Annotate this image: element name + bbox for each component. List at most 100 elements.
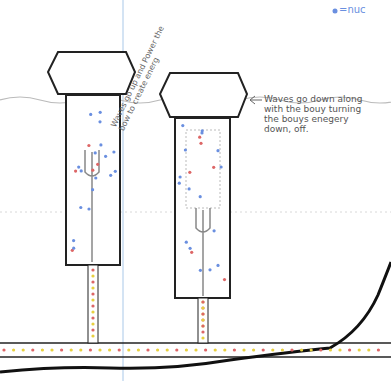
floor-line bbox=[0, 356, 391, 357]
particle-dot bbox=[146, 348, 149, 351]
fork-generator bbox=[85, 150, 99, 262]
particle-dot bbox=[91, 334, 94, 337]
anchor-pole bbox=[198, 298, 208, 343]
particle-dot bbox=[31, 348, 34, 351]
particle-dot bbox=[108, 348, 111, 351]
particle-dot bbox=[87, 207, 90, 210]
particle-dot bbox=[201, 306, 204, 309]
particle-dot bbox=[201, 336, 204, 339]
particle-dot bbox=[74, 170, 77, 173]
particle-dot bbox=[201, 300, 204, 303]
particle-dot bbox=[98, 120, 101, 123]
particle-dot bbox=[201, 300, 204, 303]
particle-dot bbox=[127, 348, 130, 351]
particle-dot bbox=[41, 348, 44, 351]
particle-dot bbox=[201, 324, 204, 327]
particle-dot bbox=[94, 151, 97, 154]
particle-dot bbox=[156, 348, 159, 351]
particle-dot bbox=[201, 306, 204, 309]
particle-dot bbox=[367, 348, 370, 351]
particle-dot bbox=[91, 292, 94, 295]
particle-dot bbox=[178, 182, 181, 185]
particle-dot bbox=[319, 348, 322, 351]
particle-dot bbox=[233, 348, 236, 351]
particle-dot bbox=[213, 229, 216, 232]
particle-dot bbox=[114, 170, 117, 173]
particle-dot bbox=[329, 348, 332, 351]
particle-dot bbox=[216, 264, 219, 267]
particle-dot bbox=[99, 111, 102, 114]
particle-dot bbox=[2, 348, 5, 351]
particle-dot bbox=[87, 144, 90, 147]
particle-dot bbox=[223, 278, 226, 281]
particle-dot bbox=[214, 348, 217, 351]
particle-dot bbox=[208, 268, 211, 271]
particle-dot bbox=[252, 348, 255, 351]
particle-dot bbox=[181, 124, 184, 127]
annotation-note: Waves go down along with the bouy turnin… bbox=[264, 95, 364, 135]
particle-dot bbox=[96, 163, 99, 166]
particle-dot bbox=[216, 149, 219, 152]
particle-dot bbox=[175, 348, 178, 351]
particle-dot bbox=[91, 280, 94, 283]
particle-dot bbox=[184, 148, 187, 151]
particle-dot bbox=[199, 142, 202, 145]
particle-dot bbox=[91, 298, 94, 301]
particle-dot bbox=[94, 176, 97, 179]
buoy-cap bbox=[48, 52, 135, 94]
particle-dot bbox=[70, 348, 73, 351]
particle-dot bbox=[194, 348, 197, 351]
particle-dot bbox=[89, 348, 92, 351]
particle-dot bbox=[91, 286, 94, 289]
particle-dot bbox=[137, 348, 140, 351]
particle-dot bbox=[91, 268, 94, 271]
particle-dot bbox=[72, 247, 75, 250]
particle-dot bbox=[201, 312, 204, 315]
buoy-body bbox=[175, 118, 230, 298]
particle-dot bbox=[91, 316, 94, 319]
particle-dot bbox=[91, 169, 94, 172]
particle-dot bbox=[79, 348, 82, 351]
particle-dot bbox=[91, 310, 94, 313]
particle-dot bbox=[220, 165, 223, 168]
particle-dot bbox=[89, 113, 92, 116]
particle-dot bbox=[50, 348, 53, 351]
legend-dot bbox=[333, 9, 338, 14]
legend-note: =nuc bbox=[339, 4, 391, 15]
particle-dot bbox=[271, 348, 274, 351]
particle-dot bbox=[223, 348, 226, 351]
floor-line bbox=[0, 342, 391, 343]
particle-dot bbox=[91, 188, 94, 191]
particle-dot bbox=[185, 241, 188, 244]
particle-dot bbox=[98, 348, 101, 351]
particle-dot bbox=[190, 251, 193, 254]
particle-dot bbox=[212, 166, 215, 169]
particle-dot bbox=[112, 150, 115, 153]
buoy-cap bbox=[160, 73, 247, 117]
particle-dot bbox=[166, 348, 169, 351]
particle-dot bbox=[310, 348, 313, 351]
particle-dot bbox=[201, 330, 204, 333]
particle-dot bbox=[200, 131, 203, 134]
particle-dot bbox=[338, 348, 341, 351]
particle-dot bbox=[185, 348, 188, 351]
particle-dot bbox=[91, 322, 94, 325]
particle-dot bbox=[281, 348, 284, 351]
inner-chamber bbox=[186, 130, 220, 208]
particle-dot bbox=[358, 348, 361, 351]
particle-dot bbox=[72, 239, 75, 242]
particle-dot bbox=[242, 348, 245, 351]
particle-dot bbox=[60, 348, 63, 351]
particle-dot bbox=[199, 269, 202, 272]
particle-dot bbox=[377, 348, 380, 351]
particle-dot bbox=[188, 187, 191, 190]
anchor-pole bbox=[88, 265, 98, 343]
particle-dot bbox=[290, 348, 293, 351]
particle-dot bbox=[198, 136, 201, 139]
particle-dot bbox=[79, 206, 82, 209]
particle-dot bbox=[201, 318, 204, 321]
particle-dot bbox=[179, 175, 182, 178]
particle-dot bbox=[188, 171, 191, 174]
